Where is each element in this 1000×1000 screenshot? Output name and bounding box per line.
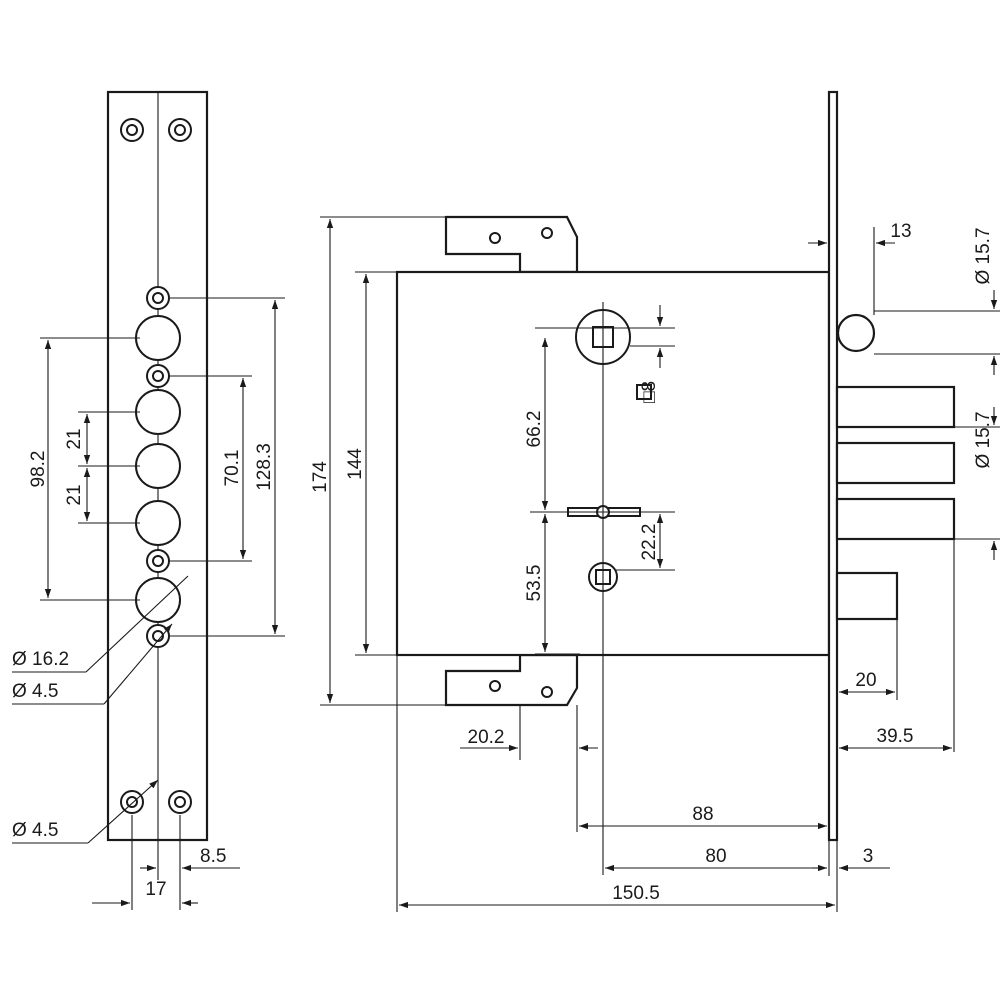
- latch-bolt: [836, 313, 876, 353]
- dim-20: 20: [855, 670, 876, 691]
- dim-13: 13: [890, 221, 911, 242]
- top-tab-hole-right: [541, 227, 553, 239]
- dim-70-1: 70.1: [222, 450, 243, 487]
- dim-66-2: 66.2: [524, 411, 545, 448]
- bolt-hole-5: [135, 577, 181, 623]
- forend-plate: [827, 90, 839, 842]
- bottom-tab-hole-left: [489, 680, 501, 692]
- dim-80: 80: [705, 846, 726, 867]
- top-tab-hole-left: [489, 232, 501, 244]
- hook-bolt: [835, 571, 899, 621]
- center-screw-1: [146, 286, 170, 310]
- faceplate: 98.2 21 21 70.1 128.3 Ø 16.2 Ø 4.5 Ø 4.5…: [12, 90, 285, 910]
- leader-4-5-lower: [87, 779, 159, 844]
- dim-diameter-15-7-latch: Ø 15.7: [973, 227, 994, 284]
- center-screw-2: [146, 364, 170, 388]
- lock-body: 174 144 66.2 53.5 22.2 □8 20.2 88 80 3 1…: [310, 90, 1000, 912]
- dim-174: 174: [310, 461, 331, 493]
- dim-98-2: 98.2: [28, 451, 49, 488]
- dim-88: 88: [692, 804, 713, 825]
- dim-square-8: □8: [639, 381, 660, 403]
- bolt-hole-4: [135, 500, 181, 546]
- top-fixing-screw-right: [168, 118, 192, 142]
- bolt-hole-3: [135, 443, 181, 489]
- bolt-hole-2: [135, 389, 181, 435]
- bottom-tab: [444, 653, 579, 707]
- dim-53-5: 53.5: [524, 565, 545, 602]
- center-screw-4: [146, 624, 170, 648]
- dim-22-2: 22.2: [639, 524, 660, 561]
- deadbolt-2: [835, 441, 956, 485]
- dim-20-2: 20.2: [468, 727, 505, 748]
- dim-diameter-15-7-bolt: Ø 15.7: [973, 411, 994, 468]
- dim-diameter-4-5-upper: Ø 4.5: [12, 681, 58, 702]
- deadbolt-3: [835, 497, 956, 541]
- bottom-fixing-screw-right: [168, 790, 192, 814]
- deadbolt-1: [835, 385, 956, 429]
- dim-21-lower: 21: [64, 484, 85, 505]
- leader-4-5-upper: [103, 623, 173, 705]
- dim-128-3: 128.3: [254, 443, 275, 491]
- dim-diameter-16-2: Ø 16.2: [12, 649, 69, 670]
- dim-diameter-4-5-lower: Ø 4.5: [12, 820, 58, 841]
- dim-39-5: 39.5: [877, 726, 914, 747]
- center-screw-3: [146, 549, 170, 573]
- dim-17: 17: [145, 879, 166, 900]
- bottom-tab-hole-right: [541, 686, 553, 698]
- bolt-hole-1: [135, 315, 181, 361]
- dim-21-upper: 21: [64, 428, 85, 449]
- square-symbol-icon: [636, 384, 652, 400]
- dim-144: 144: [345, 448, 366, 480]
- dim-8-5: 8.5: [200, 846, 226, 867]
- dim-150-5: 150.5: [612, 883, 660, 904]
- top-tab: [444, 215, 579, 274]
- leader-16-2: [85, 575, 189, 673]
- dim-3: 3: [863, 846, 874, 867]
- top-fixing-screw-left: [120, 118, 144, 142]
- bottom-fixing-screw-left: [120, 790, 144, 814]
